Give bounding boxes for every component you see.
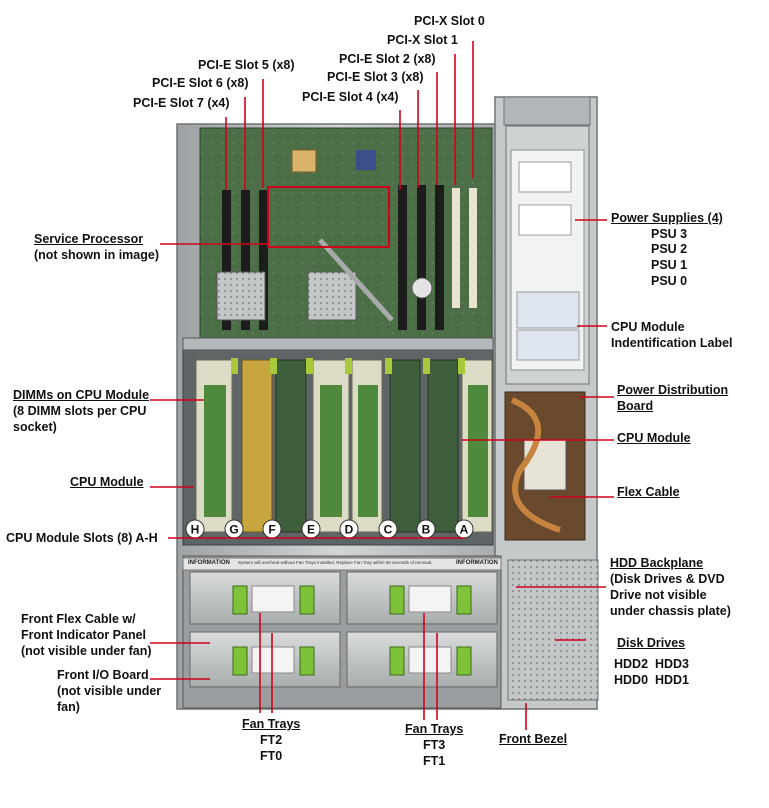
- label-hdd-backplane: HDD Backplane: [610, 556, 704, 570]
- slot-letter-c: C: [384, 523, 393, 537]
- label-front-flex-3: (not visible under fan): [21, 644, 152, 658]
- pci-slots: [222, 185, 477, 330]
- label-psu-3: PSU 3: [651, 227, 688, 241]
- label-fan-trays-left: Fan Trays: [242, 717, 301, 731]
- label-power-distribution-board: Board: [617, 399, 654, 413]
- label-pcie-slot-3: PCI-E Slot 3 (x8): [327, 70, 424, 84]
- label-pcix-slot-1: PCI-X Slot 1: [387, 33, 458, 47]
- label-psu-1: PSU 1: [651, 258, 688, 272]
- label-psu-0: PSU 0: [651, 274, 688, 288]
- label-dimms-note-2: socket): [13, 420, 57, 434]
- label-power-distribution: Power Distribution: [617, 383, 729, 397]
- leader-lines: [150, 41, 614, 730]
- label-service-processor-note: (not shown in image): [34, 248, 159, 262]
- slot-letter-e: E: [307, 523, 315, 537]
- info-strip-left: INFORMATION: [188, 560, 230, 566]
- label-front-flex-2: Front Indicator Panel: [21, 628, 147, 642]
- label-ft1: FT1: [423, 754, 446, 768]
- label-pcie-slot-7: PCI-E Slot 7 (x4): [133, 96, 230, 110]
- label-hdd-backplane-note-2: Drive not visible: [610, 588, 707, 602]
- info-strip-right: INFORMATION: [456, 560, 498, 566]
- slot-letter-f: F: [268, 523, 275, 537]
- label-service-processor: Service Processor: [34, 232, 144, 246]
- label-cpu-id-line-1: CPU Module: [611, 320, 685, 334]
- label-ft3: FT3: [423, 738, 446, 752]
- label-ft0: FT0: [260, 749, 283, 763]
- cpu-module-cards: [195, 359, 493, 533]
- label-hdd-row-2: HDD0 HDD1: [614, 673, 690, 687]
- label-dimms-note-1: (8 DIMM slots per CPU: [13, 404, 147, 418]
- label-cpu-module-left: CPU Module: [70, 475, 144, 489]
- label-dimms-on-cpu-module: DIMMs on CPU Module: [13, 388, 150, 402]
- label-ft2: FT2: [260, 733, 283, 747]
- slot-letter-b: B: [422, 523, 431, 537]
- label-pcie-slot-4: PCI-E Slot 4 (x4): [302, 90, 399, 104]
- label-hdd-row-1: HDD2 HDD3: [614, 657, 690, 671]
- label-psu-2: PSU 2: [651, 242, 688, 256]
- label-pcie-slot-2: PCI-E Slot 2 (x8): [339, 52, 436, 66]
- label-pcie-slot-5: PCI-E Slot 5 (x8): [198, 58, 295, 72]
- slot-letter-g: G: [229, 523, 238, 537]
- label-pcie-slot-6: PCI-E Slot 6 (x8): [152, 76, 249, 90]
- label-cpu-id-line-2: Indentification Label: [611, 336, 733, 350]
- label-hdd-backplane-note-1: (Disk Drives & DVD: [610, 572, 725, 586]
- service-processor-box: [267, 186, 390, 248]
- label-fan-trays-right: Fan Trays: [405, 722, 464, 736]
- slot-letter-h: H: [191, 523, 200, 537]
- label-pcix-slot-0: PCI-X Slot 0: [414, 14, 485, 28]
- label-front-flex-1: Front Flex Cable w/: [21, 612, 136, 626]
- label-disk-drives: Disk Drives: [617, 636, 686, 650]
- label-hdd-backplane-note-3: under chassis plate): [610, 604, 731, 618]
- hdd-chassis-plate: [507, 559, 599, 701]
- info-strip-center: System will overheat without Fan Trays i…: [238, 560, 433, 565]
- label-cpu-module-right: CPU Module: [617, 431, 691, 445]
- label-cpu-module-slots: CPU Module Slots (8) A-H: [6, 531, 158, 545]
- label-flex-cable: Flex Cable: [617, 485, 680, 499]
- label-front-io-1: Front I/O Board: [57, 668, 149, 682]
- label-front-io-3: fan): [57, 700, 80, 714]
- label-power-supplies: Power Supplies (4): [611, 211, 723, 225]
- label-front-bezel: Front Bezel: [499, 732, 568, 746]
- slot-letter-d: D: [345, 523, 354, 537]
- slot-letter-a: A: [460, 523, 469, 537]
- label-front-io-2: (not visible under: [57, 684, 162, 698]
